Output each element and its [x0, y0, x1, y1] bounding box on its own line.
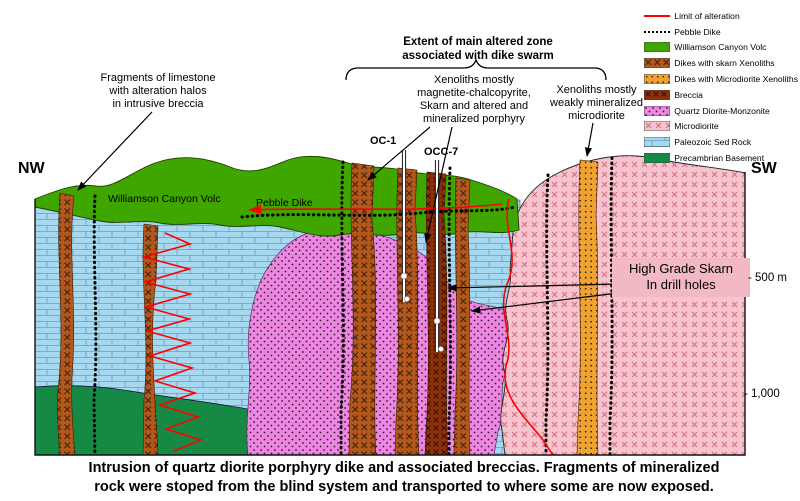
skarn-dikes — [57, 159, 599, 456]
pebble-dike-far-right — [608, 156, 614, 457]
basement-swatch — [644, 153, 671, 164]
legend-label: Breccia — [674, 89, 703, 100]
breccia-swatch — [644, 89, 671, 100]
pebble-dike-label: Pebble Dike — [256, 197, 313, 209]
skarn-intercept-dot — [433, 317, 441, 325]
leader-arrows — [77, 111, 619, 314]
pebble-dike-center — [339, 160, 345, 457]
legend-item-skarn-xenolith-dikes: Dikes with skarn Xenoliths — [644, 55, 798, 71]
alteration-zigzag-left — [140, 232, 204, 452]
extent-annotation: Extent of main altered zone associated w… — [402, 36, 554, 62]
legend-item-microdiorite: Microdiorite — [644, 119, 798, 135]
microdiorite-swatch — [644, 121, 671, 132]
alteration-arrow-pebble-dike — [248, 203, 503, 215]
microdiorite-dike-swatch — [644, 74, 671, 85]
high-grade-skarn-callout: High Grade Skarn In drill holes — [612, 258, 750, 297]
skarn-intercept-dot — [404, 296, 410, 302]
legend-label: Dikes with Microdiorite Xenoliths — [674, 74, 798, 85]
arrow-xenoliths-to-drill — [424, 126, 453, 244]
legend-item-breccia: Breccia — [644, 87, 798, 103]
legend-label: Dikes with skarn Xenoliths — [674, 58, 775, 69]
legend-label: Limit of alteration — [674, 10, 740, 21]
legend-label: Precambrian Basement — [674, 153, 765, 164]
legend-item-pebble-dike: Pebble Dike — [644, 24, 798, 40]
compass-nw: NW — [18, 160, 45, 177]
legend-label: Paleozoic Sed Rock — [674, 137, 752, 148]
pebble-dike-right — [544, 173, 550, 457]
dike-microdiorite-xenoliths — [576, 159, 599, 456]
skarn-dike-swatch — [644, 58, 671, 69]
xenoliths-center-annotation: Xenoliths mostly magnetite-chalcopyrite,… — [417, 74, 531, 125]
legend: Limit of alteration Pebble Dike Williams… — [644, 8, 798, 166]
arrow-highgrade-2 — [470, 292, 619, 314]
legend-label: Quartz Diorite-Monzonite — [674, 105, 770, 116]
drill-label-oc1: OC-1 — [370, 135, 397, 147]
drill-label-occ7: OCC-7 — [424, 146, 459, 158]
legend-item-microdiorite-xenolith-dikes: Dikes with Microdiorite Xenoliths — [644, 71, 798, 87]
legend-item-quartz-diorite-monzonite: Quartz Diorite-Monzonite — [644, 103, 798, 119]
legend-label: Williamson Canyon Volc — [674, 42, 767, 53]
depth-marker-1000m: - 1,000 — [744, 388, 780, 400]
pebble-dike-left — [92, 194, 98, 457]
skarn-intercept-dot — [400, 272, 408, 280]
qdm-swatch — [644, 105, 671, 116]
arrow-xenoliths-to-dike — [367, 126, 431, 181]
pebble-dike-horizontal — [240, 205, 517, 219]
arrow-highgrade-1 — [446, 283, 619, 292]
legend-item-limit-of-alteration: Limit of alteration — [644, 8, 798, 24]
dike-skarn-center — [348, 162, 377, 456]
compass-sw: SW — [751, 160, 777, 177]
depth-marker-500m: - 500 m — [748, 272, 787, 284]
alteration-boundary-right — [502, 198, 554, 456]
williamson-canyon-label: Williamson Canyon Volc — [108, 193, 221, 205]
section-frame — [34, 172, 746, 456]
region-microdiorite — [500, 155, 746, 456]
pebble-dikes — [92, 156, 614, 457]
limit-of-alteration — [140, 198, 554, 456]
arrow-microdiorite-note — [584, 122, 594, 158]
figure-caption: Intrusion of quartz diorite porphyry dik… — [88, 460, 720, 496]
extent-brace — [345, 58, 607, 81]
legend-item-precambrian-basement: Precambrian Basement — [644, 150, 798, 166]
legend-label: Microdiorite — [674, 121, 719, 132]
limestone-annotation: Fragments of limestone with alteration h… — [100, 72, 216, 110]
pebble-dike-center-right — [447, 166, 452, 457]
green-swatch — [644, 42, 671, 53]
sed-rock-swatch — [644, 137, 671, 148]
legend-item-paleozoic-sed-rock: Paleozoic Sed Rock — [644, 134, 798, 150]
skarn-intercept-dot — [438, 346, 444, 352]
arrow-limestone-to-dike — [77, 111, 153, 191]
xenoliths-right-annotation: Xenoliths mostly weakly mineralized micr… — [550, 84, 643, 122]
legend-item-williamson-canyon-volc: Williamson Canyon Volc — [644, 40, 798, 56]
dike-skarn-right-center — [453, 177, 471, 456]
legend-label: Pebble Dike — [674, 26, 721, 37]
dotted-line-sample — [644, 30, 671, 33]
red-line-sample — [644, 14, 671, 17]
